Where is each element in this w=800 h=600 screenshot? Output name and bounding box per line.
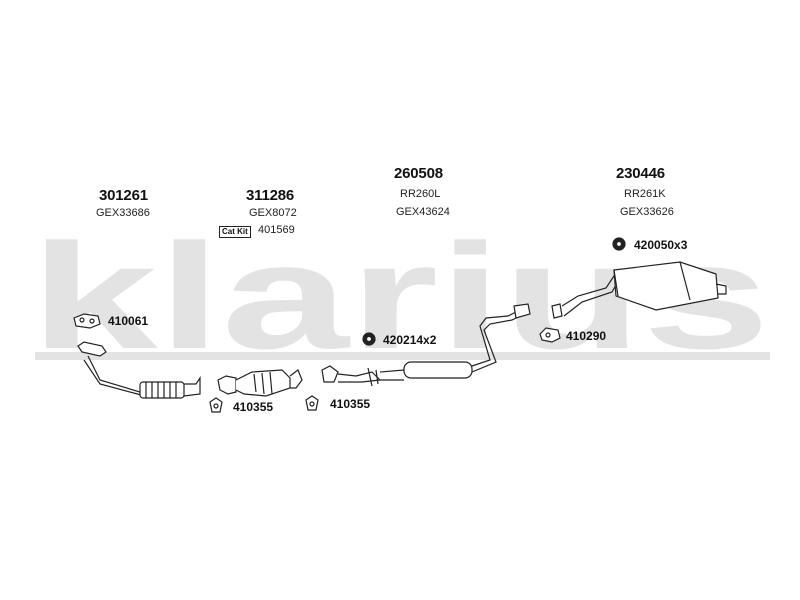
watermark-underline	[35, 352, 770, 360]
ref-gex33626: GEX33626	[620, 206, 674, 218]
centre-silencer-drawing	[321, 303, 531, 387]
ref-gex33686: GEX33686	[96, 207, 150, 219]
gasket-icon	[73, 313, 101, 329]
part-number-301261: 301261	[99, 187, 148, 204]
alt-ref-rr260l: RR260L	[400, 188, 441, 200]
gasket-icon	[539, 327, 561, 343]
fitting-code-420214x2: 420214x2	[383, 333, 437, 347]
gasket-icon	[209, 397, 223, 413]
ref-gex43624: GEX43624	[396, 206, 450, 218]
rear-silencer-drawing	[551, 261, 727, 319]
part-number-230446: 230446	[616, 165, 665, 182]
fitting-code-410290: 410290	[566, 329, 607, 343]
part-number-311286: 311286	[246, 187, 295, 204]
alt-ref-rr261k: RR261K	[624, 188, 666, 200]
rubber-mount-icon	[612, 237, 626, 251]
fitting-code-410061: 410061	[108, 314, 149, 328]
cat-kit-badge: Cat Kit	[219, 226, 251, 238]
ref-gex8072: GEX8072	[249, 207, 297, 219]
catalytic-converter-drawing	[217, 369, 303, 397]
cat-kit-number: 401569	[258, 224, 295, 236]
fitting-code-410355-a: 410355	[233, 400, 274, 414]
fitting-code-410355-b: 410355	[330, 397, 371, 411]
front-pipe-drawing	[77, 341, 201, 399]
rubber-mount-icon	[362, 332, 376, 346]
fitting-code-420050x3: 420050x3	[634, 238, 688, 252]
part-number-260508: 260508	[394, 165, 443, 182]
gasket-icon	[305, 395, 319, 411]
